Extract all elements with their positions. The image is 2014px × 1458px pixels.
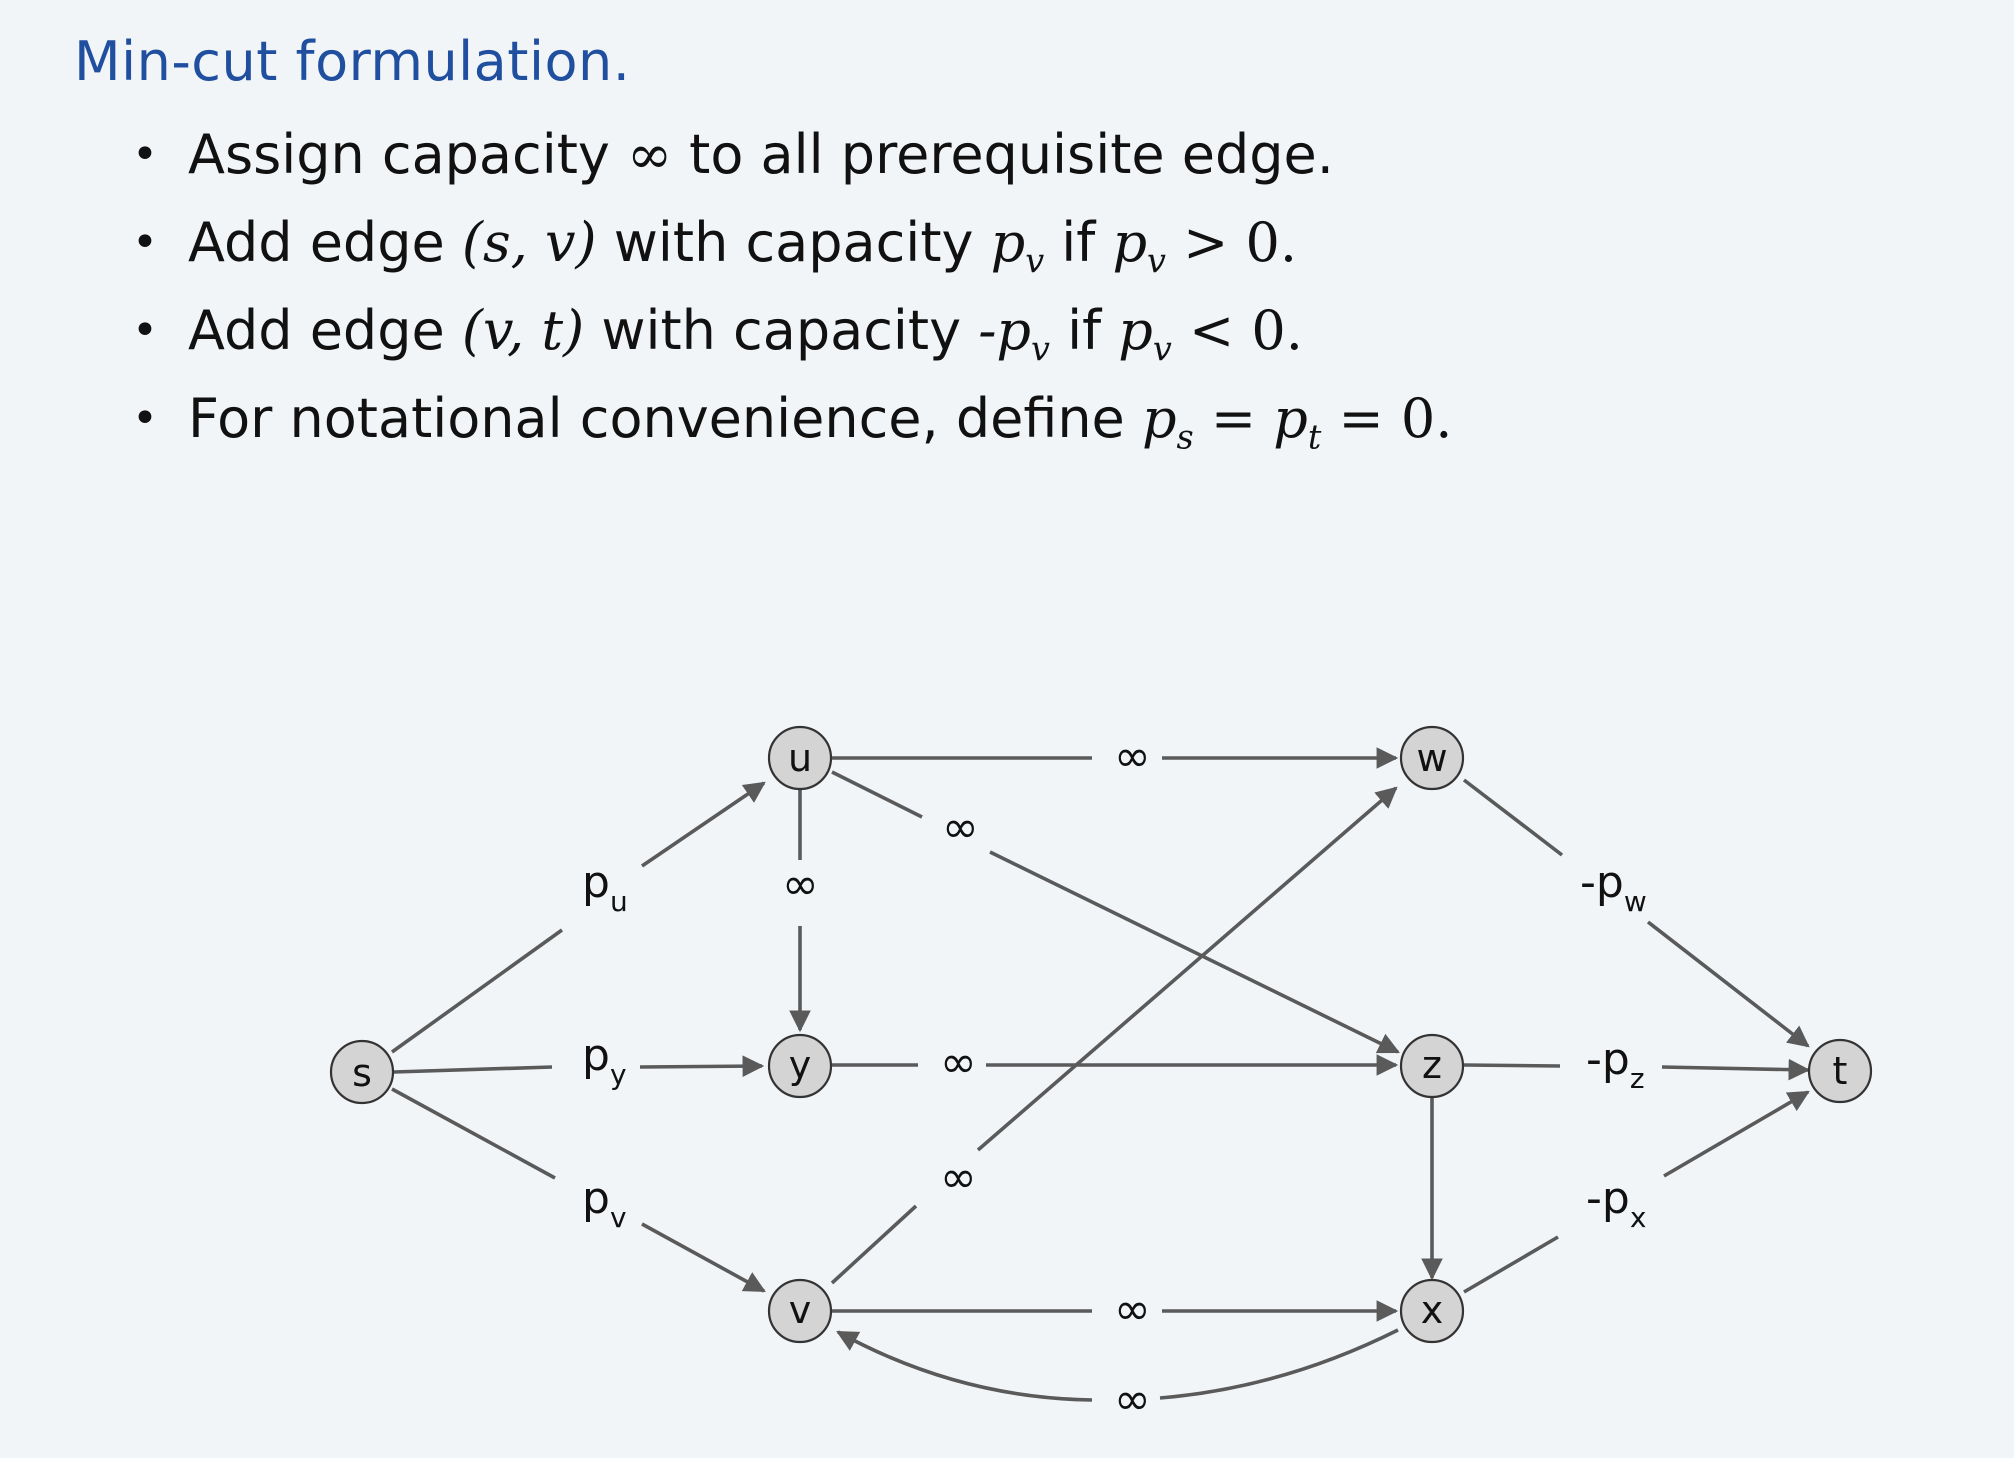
edge-label-u-z: ∞ bbox=[942, 802, 979, 853]
svg-text:v: v bbox=[789, 1288, 812, 1332]
edge-w-t: -pw bbox=[1462, 778, 1810, 1048]
bullet-item-2: • Add edge (s, v) with capacity pv if pv… bbox=[130, 203, 1452, 291]
svg-text:s: s bbox=[352, 1051, 372, 1095]
bullet-dot: • bbox=[132, 129, 158, 180]
condition-var: pv bbox=[1118, 299, 1172, 369]
bullet-text: to all prerequisite edge. bbox=[672, 123, 1334, 186]
bullet-text: with capacity bbox=[584, 299, 979, 362]
edge-u-z: ∞ bbox=[831, 770, 1400, 1054]
svg-text:y: y bbox=[789, 1043, 812, 1087]
capacity-expr: -pv bbox=[978, 299, 1050, 369]
pt-expr: pt bbox=[1273, 387, 1322, 457]
node-x: x bbox=[1399, 1278, 1465, 1344]
edge-label-u-w: ∞ bbox=[1114, 731, 1151, 782]
bullet-dot: • bbox=[132, 393, 158, 444]
edge-y-z: ∞ bbox=[832, 1037, 1399, 1088]
node-v: v bbox=[767, 1278, 833, 1344]
edge-s-v: pv bbox=[391, 1087, 766, 1293]
edge-z-t: -pz bbox=[1463, 1034, 1811, 1095]
edge-pair: (s, v) bbox=[461, 211, 597, 274]
node-s: s bbox=[329, 1039, 395, 1105]
ps-expr: ps bbox=[1141, 387, 1194, 457]
edge-x-v: ∞ bbox=[836, 1328, 1399, 1425]
bullet-dot: • bbox=[132, 305, 158, 356]
slide-title: Min-cut formulation. bbox=[74, 30, 631, 93]
capacity-expr: pv bbox=[990, 211, 1045, 281]
edge-label-v-x: ∞ bbox=[1114, 1284, 1151, 1335]
edge-label-v-w: ∞ bbox=[940, 1152, 977, 1203]
bullet-item-4: • For notational convenience, define ps … bbox=[130, 379, 1452, 467]
node-y: y bbox=[767, 1033, 833, 1099]
svg-text:w: w bbox=[1416, 736, 1447, 780]
node-t: t bbox=[1807, 1038, 1873, 1104]
edge-label-s-v: pv bbox=[582, 1173, 627, 1234]
bullet-item-3: • Add edge (v, t) with capacity -pv if p… bbox=[130, 291, 1452, 379]
bullet-text: For notational convenience, define bbox=[188, 387, 1142, 450]
edge-s-y: py bbox=[393, 1030, 765, 1091]
edge-label-x-v: ∞ bbox=[1114, 1374, 1151, 1425]
bullet-text: Add edge bbox=[188, 211, 462, 274]
condition-op: < 0. bbox=[1171, 299, 1303, 362]
infinity-symbol: ∞ bbox=[627, 123, 672, 186]
edge-label-u-y: ∞ bbox=[782, 859, 819, 910]
svg-text:u: u bbox=[788, 736, 812, 780]
node-w: w bbox=[1399, 725, 1465, 791]
condition-var: pv bbox=[1112, 211, 1166, 281]
edge-u-y: ∞ bbox=[782, 790, 819, 1033]
bullet-text: Add edge bbox=[188, 299, 462, 362]
svg-text:z: z bbox=[1422, 1043, 1442, 1087]
bullet-text: if bbox=[1044, 211, 1113, 274]
equals-zero: = 0. bbox=[1321, 387, 1453, 450]
node-z: z bbox=[1399, 1033, 1465, 1099]
svg-text:t: t bbox=[1833, 1049, 1848, 1093]
edge-v-x: ∞ bbox=[832, 1284, 1399, 1335]
edge-label-z-t: -pz bbox=[1586, 1034, 1645, 1095]
equals-sign: = bbox=[1193, 387, 1274, 450]
edge-s-u: pu bbox=[390, 781, 766, 1054]
edge-label-x-t: -px bbox=[1586, 1173, 1646, 1234]
bullet-dot: • bbox=[132, 217, 158, 268]
bullet-text: Assign capacity bbox=[188, 123, 628, 186]
edge-label-s-y: py bbox=[582, 1030, 627, 1091]
edge-v-w: ∞ bbox=[830, 786, 1398, 1285]
edge-label-s-u: pu bbox=[582, 857, 628, 918]
edge-label-y-z: ∞ bbox=[940, 1037, 977, 1088]
bullet-list: • Assign capacity ∞ to all prerequisite … bbox=[130, 115, 1452, 467]
condition-op: > 0. bbox=[1165, 211, 1298, 274]
node-u: u bbox=[767, 725, 833, 791]
bullet-text: with capacity bbox=[596, 211, 991, 274]
edge-label-w-t: -pw bbox=[1580, 857, 1647, 918]
svg-text:x: x bbox=[1421, 1288, 1444, 1332]
edge-x-t: -px bbox=[1463, 1090, 1810, 1294]
edge-u-w: ∞ bbox=[832, 731, 1399, 782]
bullet-text: if bbox=[1049, 299, 1119, 362]
edge-pair: (v, t) bbox=[461, 299, 585, 362]
bullet-item-1: • Assign capacity ∞ to all prerequisite … bbox=[130, 115, 1452, 203]
